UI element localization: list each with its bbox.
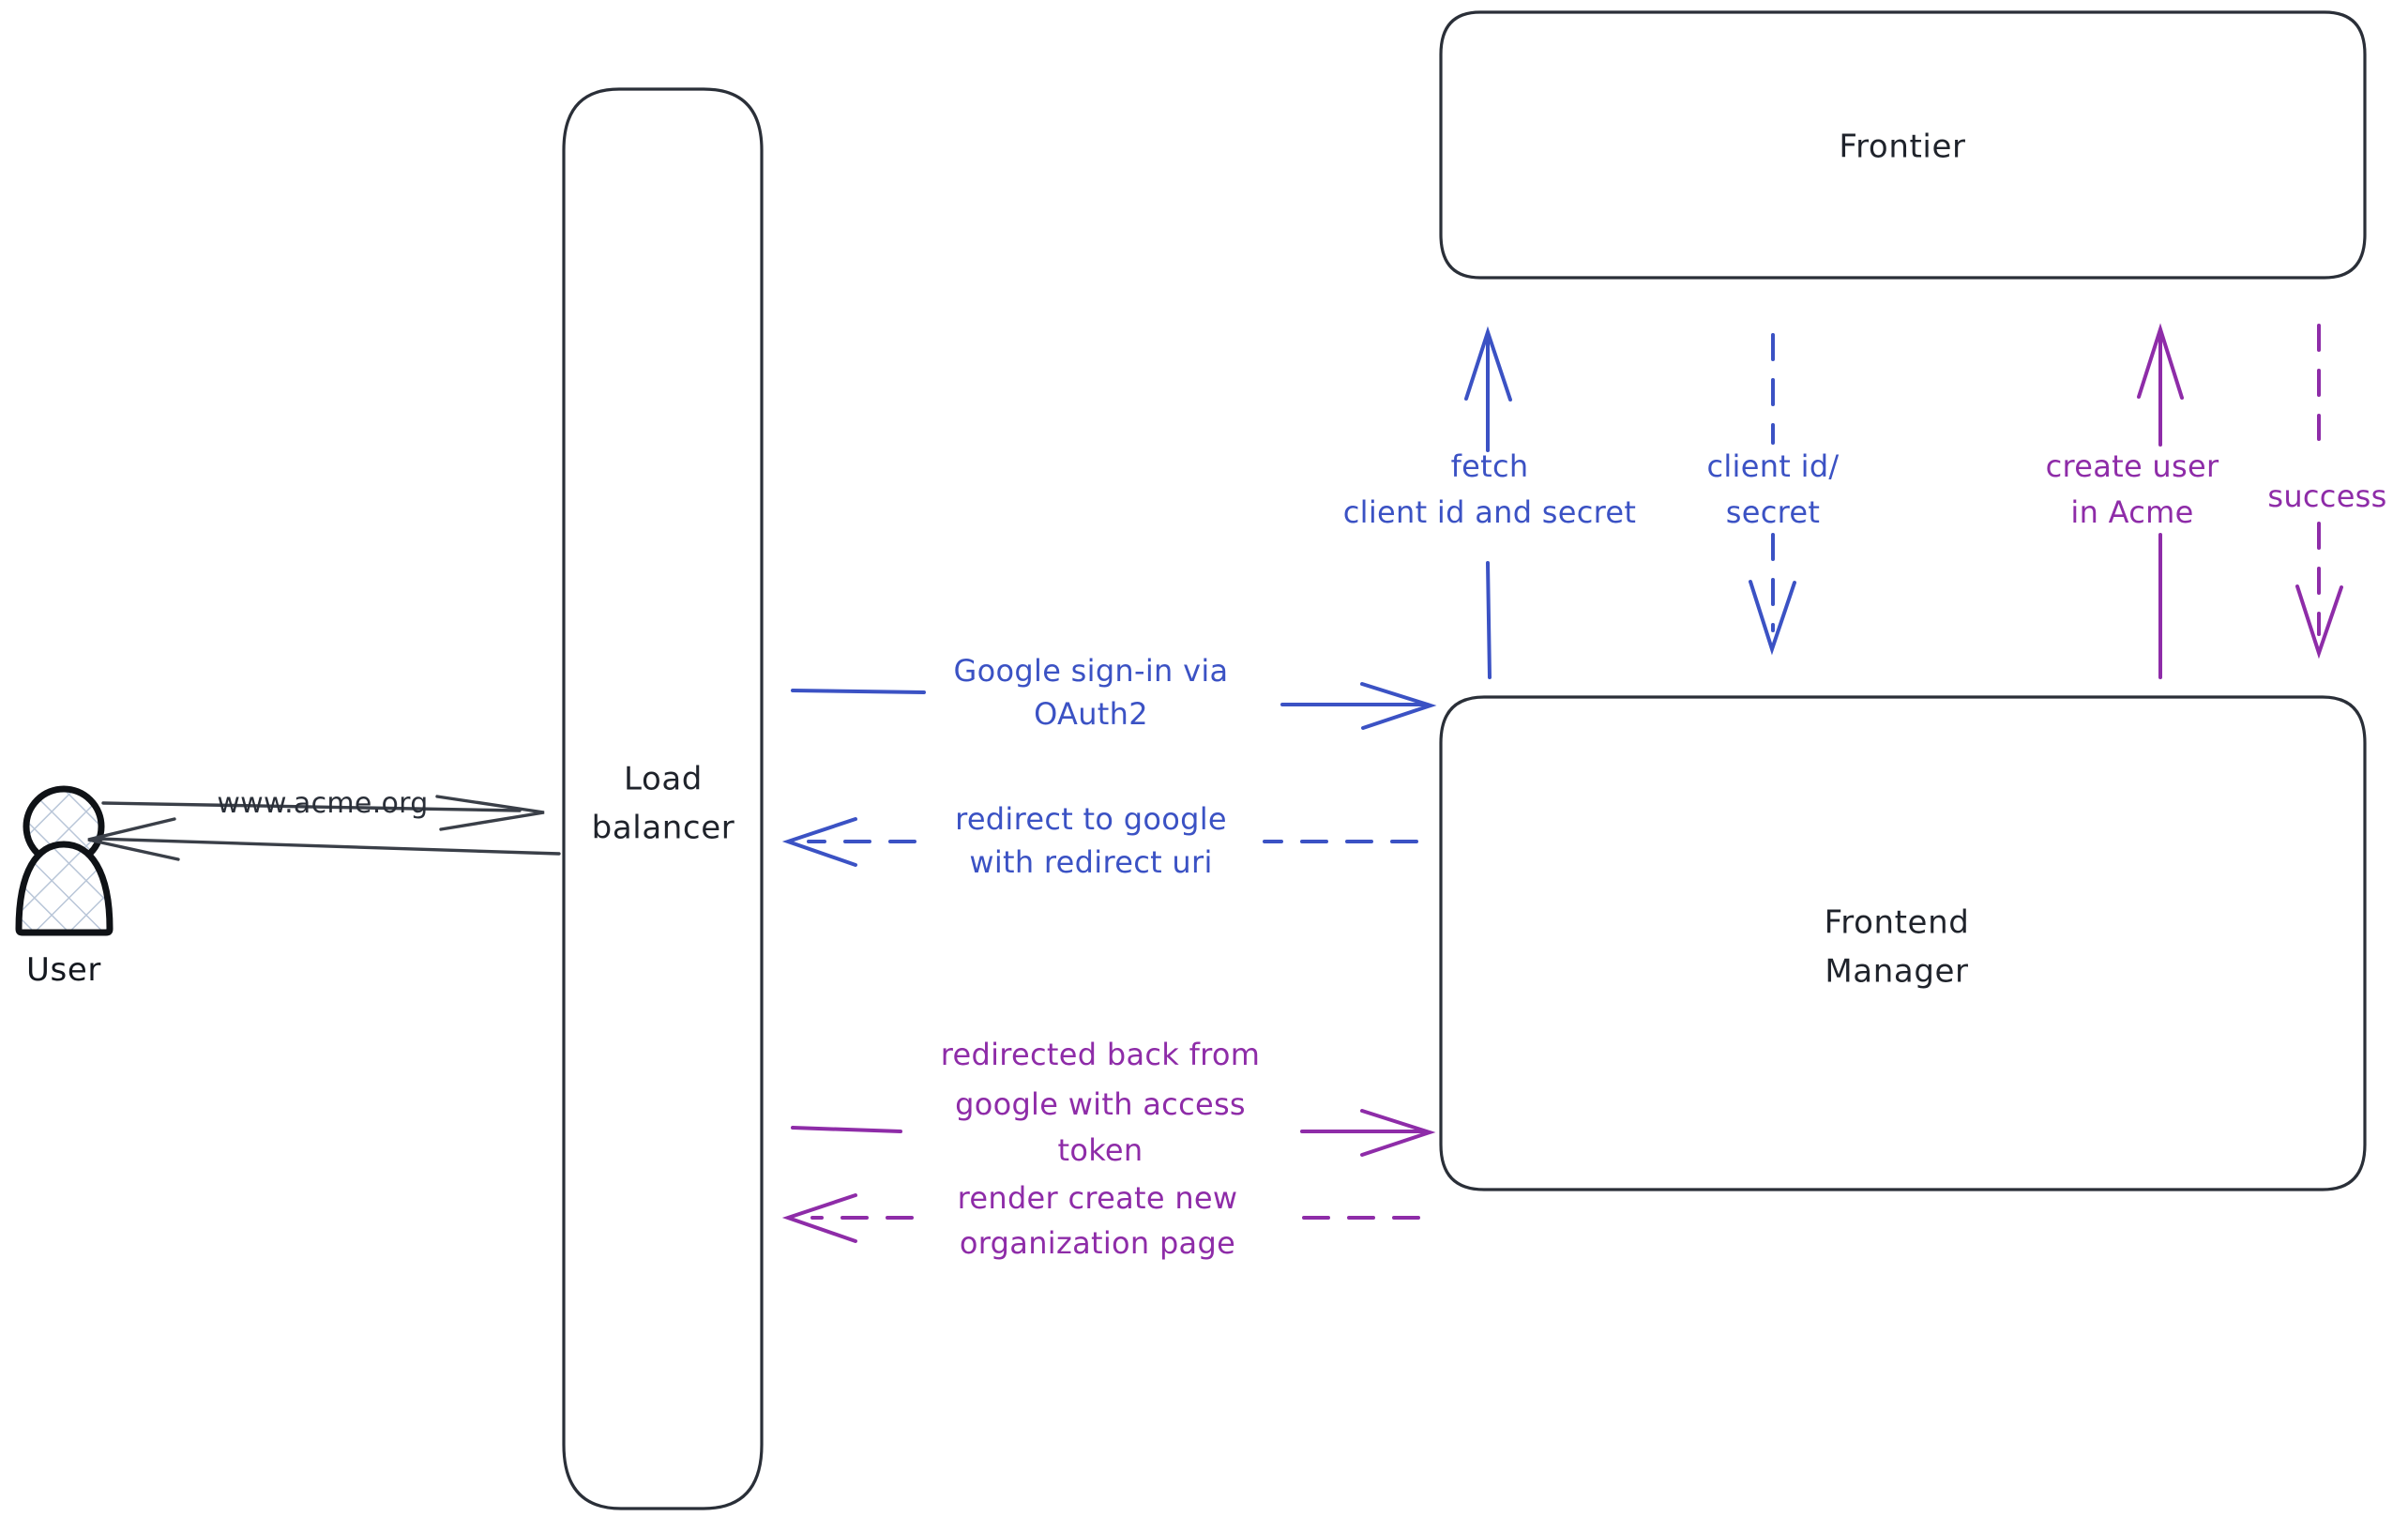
edge-user-to-load-balancer: www.acme.org bbox=[101, 787, 545, 831]
frontend-manager-label-line1: Frontend bbox=[1825, 904, 1970, 942]
load-balancer-label-line1: Load bbox=[624, 761, 703, 798]
edge-fm-to-frontier-fetch-label-line1: fetch bbox=[1451, 448, 1529, 484]
edge-fm-to-lb-redirect-label-line2: with redirect uri bbox=[969, 844, 1212, 880]
load-balancer-box bbox=[562, 87, 764, 1510]
edge-fm-to-lb-render-label-line2: organization page bbox=[960, 1225, 1235, 1261]
node-load-balancer[interactable]: Load balancer bbox=[562, 87, 764, 1510]
edge-lb-to-fm-token-label-line2: google with access bbox=[955, 1086, 1246, 1122]
edge-fm-to-lb-redirect-label-line1: redirect to google bbox=[955, 801, 1227, 837]
edge-fm-to-frontier-fetch-label-line2: client id and secret bbox=[1343, 494, 1636, 530]
edge-fm-to-frontier-create-user-label-line1: create user bbox=[2046, 448, 2219, 484]
edge-user-to-lb-label: www.acme.org bbox=[217, 787, 428, 820]
edge-frontier-to-fm-success-label: success bbox=[2267, 478, 2386, 514]
frontier-label: Frontier bbox=[1839, 129, 1965, 166]
frontend-manager-label-line2: Manager bbox=[1825, 953, 1968, 991]
user-person-icon bbox=[15, 785, 114, 936]
edge-fm-to-frontier-fetch: fetch client id and secret bbox=[1343, 326, 1636, 679]
edge-frontier-to-fm-success: success bbox=[2267, 324, 2386, 660]
frontier-box bbox=[1439, 10, 2367, 280]
edge-lb-to-fm-signin-label-line1: Google sign-in via bbox=[954, 653, 1229, 689]
node-frontend-manager[interactable]: Frontend Manager bbox=[1439, 695, 2367, 1191]
load-balancer-label-line2: balancer bbox=[592, 810, 735, 847]
edge-lb-to-fm-token-label-line1: redirected back from bbox=[941, 1037, 1260, 1072]
user-label: User bbox=[26, 951, 101, 989]
node-frontier[interactable]: Frontier bbox=[1439, 10, 2367, 280]
edge-fm-to-frontier-create-user-label-line2: in Acme bbox=[2070, 494, 2193, 530]
edge-lb-to-fm-google-signin: Google sign-in via OAuth2 bbox=[791, 653, 1437, 732]
edge-fm-to-lb-render-label-line1: render create new bbox=[958, 1180, 1238, 1216]
edge-lb-to-fm-signin-label-line2: OAuth2 bbox=[1034, 696, 1148, 732]
edge-fm-to-lb-render-org: render create new organization page bbox=[781, 1180, 1420, 1261]
edge-load-balancer-to-user bbox=[87, 817, 561, 861]
actor-user[interactable]: User bbox=[15, 785, 114, 989]
frontend-manager-box bbox=[1439, 695, 2367, 1191]
edge-lb-to-fm-token-label-line3: token bbox=[1058, 1132, 1143, 1168]
edge-frontier-to-fm-client-credentials: client id/ secret bbox=[1706, 333, 1839, 656]
edge-lb-to-fm-access-token: redirected back from google with access … bbox=[791, 1037, 1436, 1168]
edge-fm-to-lb-redirect: redirect to google with redirect uri bbox=[781, 801, 1418, 880]
edge-frontier-to-fm-creds-label-line2: secret bbox=[1726, 494, 1820, 530]
edge-frontier-to-fm-creds-label-line1: client id/ bbox=[1706, 448, 1839, 484]
edge-fm-to-frontier-create-user: create user in Acme bbox=[2046, 323, 2219, 679]
